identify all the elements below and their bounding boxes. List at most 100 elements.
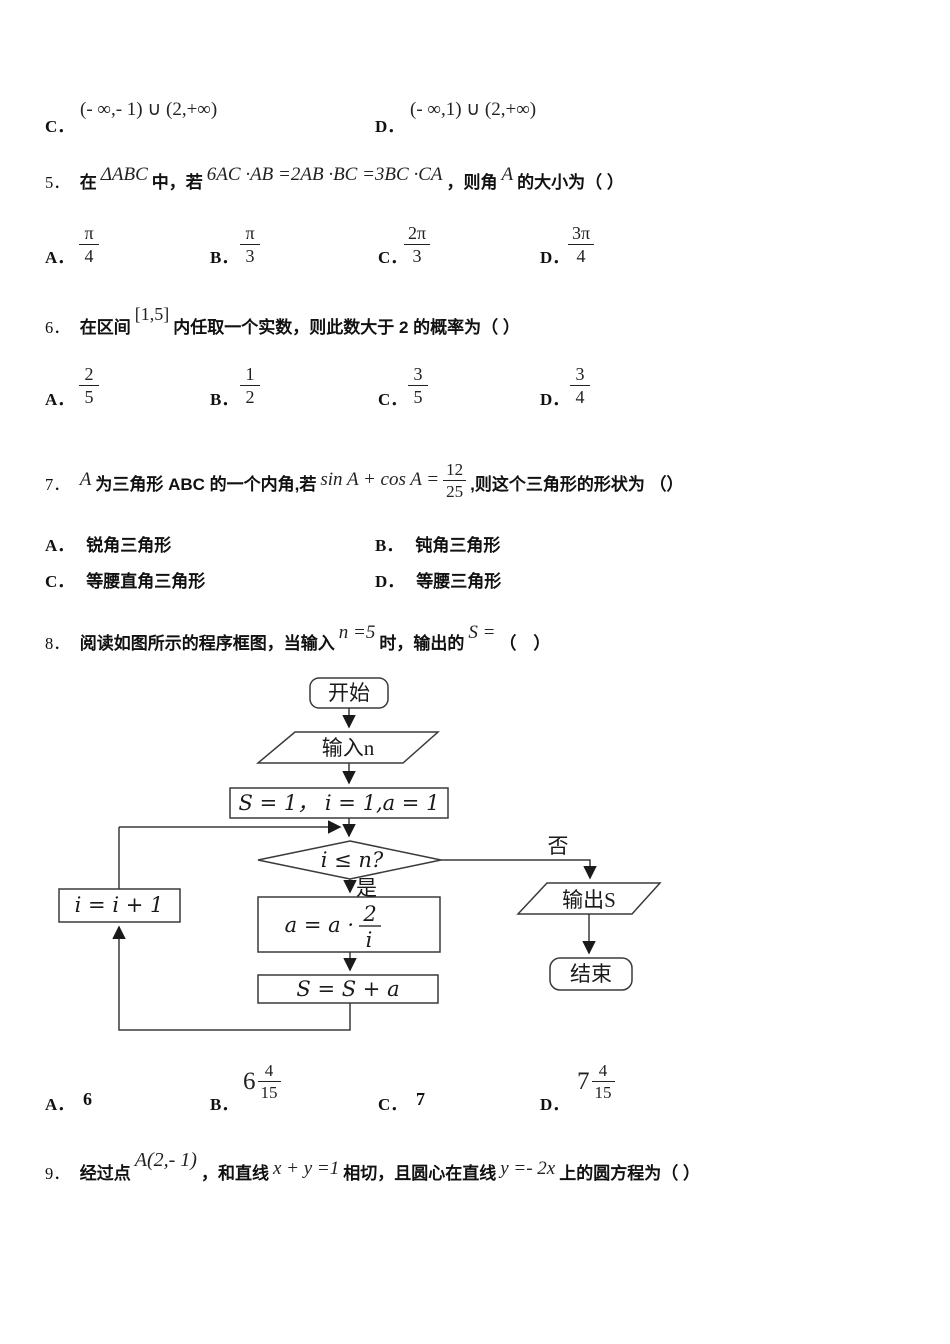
option-text: 锐角三角形 bbox=[86, 536, 172, 555]
fraction-numerator: 4 bbox=[591, 1061, 615, 1082]
flow-output-label: 输出S bbox=[562, 888, 616, 912]
q6-number: 6． bbox=[45, 318, 70, 337]
q8-text: （ ） bbox=[499, 634, 551, 653]
q9-stem: 9． 经过点 A(2,- 1) ，和直线 x + y =1 相切，且圆心在直线 … bbox=[45, 1149, 700, 1188]
q7-option-d: D． 等腰三角形 bbox=[375, 567, 501, 592]
fraction-numerator: 1 bbox=[240, 364, 260, 386]
q9-number: 9． bbox=[45, 1164, 70, 1183]
q6-option-a-fraction: 2 5 bbox=[79, 364, 99, 407]
fraction-numerator: π bbox=[79, 223, 99, 245]
q5-text: 在 bbox=[79, 173, 97, 192]
flow-init-box bbox=[229, 787, 449, 819]
flow-end-box bbox=[549, 957, 633, 991]
option-label: D． bbox=[375, 572, 405, 591]
option-label: A． bbox=[45, 536, 75, 555]
q8-option-b-label: B． bbox=[210, 1095, 239, 1114]
flow-update-label: a = a · bbox=[285, 913, 354, 937]
q6-option-c-label: C． bbox=[378, 390, 408, 409]
flow-update-denominator: i bbox=[366, 928, 373, 952]
q4-option-c-label: C． bbox=[45, 117, 75, 136]
option-text: 钝角三角形 bbox=[415, 536, 501, 555]
q6-option-c-fraction: 3 5 bbox=[408, 364, 428, 407]
q5-option-a-label: A． bbox=[45, 248, 75, 267]
q8-s-equation: S = bbox=[468, 622, 496, 643]
q4-option-d-label: D． bbox=[375, 117, 405, 136]
fraction-denominator: 3 bbox=[245, 246, 255, 266]
q9-line2: y =- 2x bbox=[500, 1158, 556, 1179]
fraction-numerator: π bbox=[240, 223, 260, 245]
flow-output-box bbox=[516, 882, 662, 915]
fraction-numerator: 3 bbox=[570, 364, 590, 386]
flow-start-label: 开始 bbox=[328, 681, 370, 705]
q5-var: A bbox=[501, 164, 514, 185]
q5-option-c-label: C． bbox=[378, 248, 408, 267]
q7-option-c: C． 等腰直角三角形 bbox=[45, 567, 205, 592]
q6-text: 内任取一个实数，则此数大于 2 的概率为（ ） bbox=[173, 318, 520, 337]
q7-text: ,则这个三角形的形状为 （） bbox=[470, 475, 684, 495]
flow-init-label: S = 1， i = 1,a = 1 bbox=[239, 791, 440, 815]
q4-option-c-formula: (- ∞,- 1) ∪ (2,+∞) bbox=[80, 99, 218, 120]
q8-option-a-label: A． bbox=[45, 1095, 75, 1114]
flow-input-label: 输入n bbox=[322, 736, 375, 760]
flow-update-numerator: 2 bbox=[362, 902, 376, 926]
flow-end-label: 结束 bbox=[570, 962, 612, 986]
fraction-denominator: 4 bbox=[575, 387, 585, 407]
fraction-denominator: 4 bbox=[84, 246, 94, 266]
q8-text: 时，输出的 bbox=[379, 634, 465, 653]
q6-option-b-label: B． bbox=[210, 390, 239, 409]
q9-point: A(2,- 1) bbox=[134, 1149, 197, 1171]
q7-text: 为三角形 ABC 的一个内角,若 bbox=[95, 475, 317, 495]
q7-inline-fraction: 12 25 bbox=[443, 460, 467, 501]
flow-no-label: 否 bbox=[548, 834, 569, 858]
fraction-denominator: 4 bbox=[576, 246, 586, 266]
q7-option-b: B． 钝角三角形 bbox=[375, 531, 500, 556]
q9-text: 上的圆方程为（ ） bbox=[559, 1164, 700, 1183]
q7-option-a: A． 锐角三角形 bbox=[45, 531, 171, 556]
q8-n-equation: n =5 bbox=[338, 622, 376, 643]
q8-option-c-value: 7 bbox=[416, 1089, 425, 1109]
q6-option-b-fraction: 1 2 bbox=[240, 364, 260, 407]
q8-text: 阅读如图所示的程序框图，当输入 bbox=[79, 634, 335, 653]
q5-option-d-fraction: 3π 4 bbox=[568, 223, 595, 266]
fraction-denominator: 5 bbox=[413, 387, 423, 407]
fraction-numerator: 3 bbox=[408, 364, 428, 386]
flow-yes-label: 是 bbox=[356, 876, 377, 900]
option-label: B． bbox=[375, 536, 404, 555]
fraction-numerator: 4 bbox=[257, 1061, 281, 1082]
flowchart-diagram: 开始 输入n S = 1， i = 1,a = 1 i ≤ n? 是 否 a =… bbox=[58, 677, 662, 1031]
flow-input-box bbox=[255, 731, 440, 764]
q8-option-c-label: C． bbox=[378, 1095, 408, 1114]
flow-update-box bbox=[257, 896, 441, 953]
fraction-numerator: 2 bbox=[79, 364, 99, 386]
option-text: 等腰三角形 bbox=[416, 572, 502, 591]
mixed-fraction: 4 15 bbox=[257, 1061, 281, 1102]
fraction-denominator: 2 bbox=[245, 387, 255, 407]
mixed-whole: 7 bbox=[577, 1068, 590, 1095]
q9-text: 经过点 bbox=[79, 1164, 131, 1183]
q6-stem: 6． 在区间 [1,5] 内任取一个实数，则此数大于 2 的概率为（ ） bbox=[45, 304, 520, 342]
q9-text: ，和直线 bbox=[200, 1164, 269, 1183]
q6-option-d-fraction: 3 4 bbox=[570, 364, 590, 407]
q6-option-a-label: A． bbox=[45, 390, 75, 409]
q5-text: ，则角 bbox=[446, 173, 498, 192]
fraction-denominator: 15 bbox=[594, 1083, 612, 1102]
q5-option-a-fraction: π 4 bbox=[79, 223, 99, 266]
q9-line1: x + y =1 bbox=[272, 1158, 340, 1179]
q8-stem: 8． 阅读如图所示的程序框图，当输入 n =5 时，输出的 S = （ ） bbox=[45, 622, 551, 658]
q9-text: 相切，且圆心在直线 bbox=[343, 1164, 497, 1183]
q8-option-a-value: 6 bbox=[83, 1089, 92, 1109]
fraction-numerator: 2π bbox=[404, 223, 431, 245]
q4-option-d-formula: (- ∞,1) ∪ (2,+∞) bbox=[410, 99, 537, 120]
q8-option-b-mixed-number: 6 4 15 bbox=[243, 1061, 281, 1102]
q6-text: 在区间 bbox=[79, 318, 131, 337]
flow-condition-label: i ≤ n? bbox=[321, 848, 384, 872]
q5-text: 的大小为（ ） bbox=[517, 173, 624, 192]
flow-sum-label: S = S + a bbox=[296, 977, 399, 1001]
fraction-denominator: 15 bbox=[260, 1083, 278, 1102]
q8-option-d-mixed-number: 7 4 15 bbox=[577, 1061, 615, 1102]
q5-text: 中，若 bbox=[151, 173, 203, 192]
q7-number: 7． bbox=[45, 475, 70, 495]
q8-number: 8． bbox=[45, 634, 70, 653]
q5-stem: 5． 在 ΔABC 中，若 6AC ·AB =2AB ·BC =3BC ·CA … bbox=[45, 164, 624, 197]
